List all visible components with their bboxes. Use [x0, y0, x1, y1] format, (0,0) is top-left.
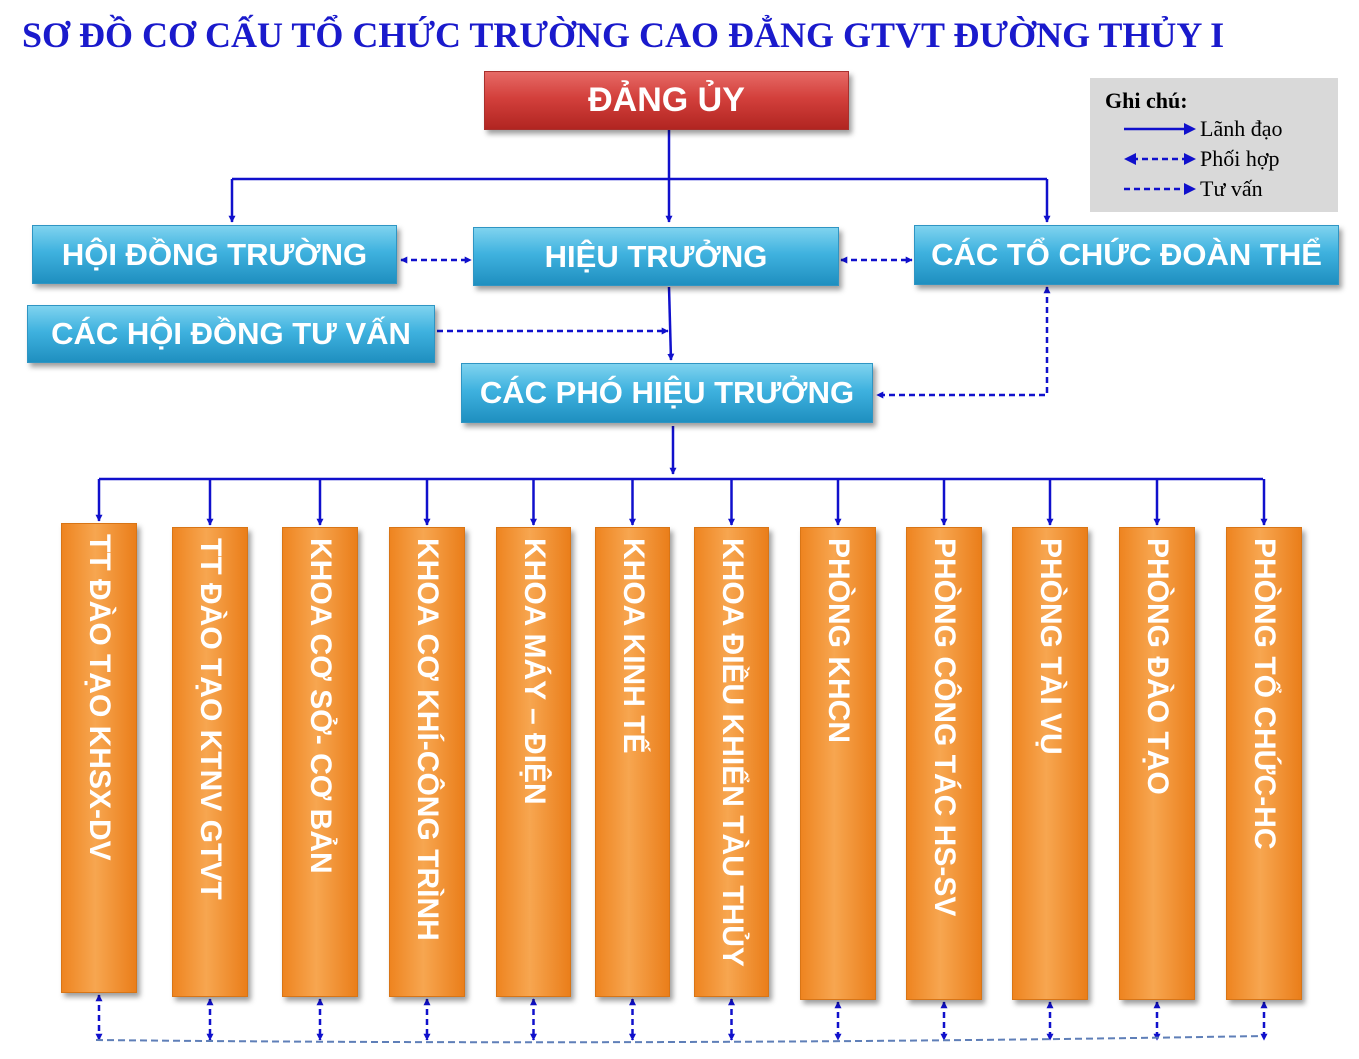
unit-label: PHÒNG TỔ CHỨC-HC [1248, 538, 1281, 850]
legend-line-icon [1124, 153, 1196, 165]
legend-item-lanh-dao: Lãnh đạo [1122, 116, 1332, 144]
unit-label: PHÒNG CÔNG TÁC HS-SV [928, 538, 961, 917]
unit-label: TT ĐÀO TẠO KTNV GTVT [194, 538, 227, 900]
legend-item-label: Lãnh đạo [1200, 116, 1283, 141]
unit-label: TT ĐÀO TẠO KHSX-DV [83, 534, 116, 861]
node-to-chuc-doan-the-label: CÁC TỔ CHỨC ĐOÀN THỂ [931, 237, 1322, 272]
unit-box: KHOA CƠ KHÍ-CÔNG TRÌNH [389, 527, 465, 997]
node-hoi-dong-truong-label: HỘI ĐỒNG TRƯỜNG [61, 236, 368, 272]
unit-coordination-lines [95, 994, 1268, 1041]
diagram-title: SƠ ĐỒ CƠ CẤU TỔ CHỨC TRƯỜNG CAO ĐẲNG GTV… [22, 15, 1225, 55]
node-dang-uy: ĐẢNG ỦY [484, 71, 849, 130]
node-hoi-dong-tu-van: CÁC HỘI ĐỒNG TƯ VẤN [27, 305, 435, 363]
unit-label: PHÒNG KHCN [822, 538, 855, 744]
line-coord-pho-doan-the [876, 286, 1051, 399]
node-pho-hieu-truong: CÁC PHÓ HIỆU TRƯỞNG [461, 363, 873, 423]
legend-line-icon [1124, 183, 1196, 195]
unit-label: PHÒNG ĐÀO TẠO [1141, 538, 1174, 795]
node-to-chuc-doan-the: CÁC TỔ CHỨC ĐOÀN THỂ [914, 225, 1339, 285]
unit-label: KHOA ĐIỀU KHIỂN TÀU THỦY [715, 538, 749, 967]
unit-label: KHOA MÁY – ĐIỆN [517, 538, 551, 805]
unit-box: KHOA CƠ SỞ- CƠ BẢN [282, 527, 358, 997]
unit-box: PHÒNG TỔ CHỨC-HC [1226, 527, 1302, 1000]
line-bottom-bus [95, 1035, 1263, 1044]
unit-box: PHÒNG ĐÀO TẠO [1119, 527, 1195, 1000]
unit-box: KHOA ĐIỀU KHIỂN TÀU THỦY [694, 527, 769, 997]
unit-drop-lines [95, 479, 1268, 526]
unit-box: PHÒNG KHCN [800, 527, 876, 1000]
unit-box: PHÒNG TÀI VỤ [1012, 527, 1088, 1000]
legend-item-phoi-hop: Phối hợp [1122, 146, 1332, 174]
unit-box: KHOA MÁY – ĐIỆN [496, 527, 571, 997]
legend-title: Ghi chú: [1105, 88, 1188, 113]
node-hoi-dong-tu-van-label: CÁC HỘI ĐỒNG TƯ VẤN [51, 316, 411, 351]
legend-item-label: Phối hợp [1200, 146, 1280, 171]
line-hieu-truong-down [667, 286, 675, 361]
node-hoi-dong-truong: HỘI ĐỒNG TRƯỜNG [32, 225, 397, 284]
node-pho-hieu-truong-label: CÁC PHÓ HIỆU TRƯỞNG [479, 375, 855, 410]
unit-label: KHOA CƠ KHÍ-CÔNG TRÌNH [411, 538, 444, 941]
legend-item-label: Tư vấn [1200, 176, 1263, 201]
unit-label: KHOA CƠ SỞ- CƠ BẢN [304, 538, 337, 874]
unit-box: PHÒNG CÔNG TÁC HS-SV [906, 527, 982, 1000]
node-dang-uy-label: ĐẢNG ỦY [588, 81, 745, 119]
node-hieu-truong: HIỆU TRƯỞNG [473, 227, 839, 286]
legend-item-tu-van: Tư vấn [1122, 176, 1332, 204]
unit-label: PHÒNG TÀI VỤ [1034, 538, 1067, 755]
unit-box: KHOA KINH TẾ [595, 527, 670, 997]
legend-line-icon [1124, 123, 1196, 135]
unit-box: TT ĐÀO TẠO KTNV GTVT [172, 527, 248, 997]
node-hieu-truong-label: HIỆU TRƯỞNG [544, 238, 768, 274]
unit-label: KHOA KINH TẾ [616, 538, 650, 754]
unit-box: TT ĐÀO TẠO KHSX-DV [61, 523, 137, 993]
